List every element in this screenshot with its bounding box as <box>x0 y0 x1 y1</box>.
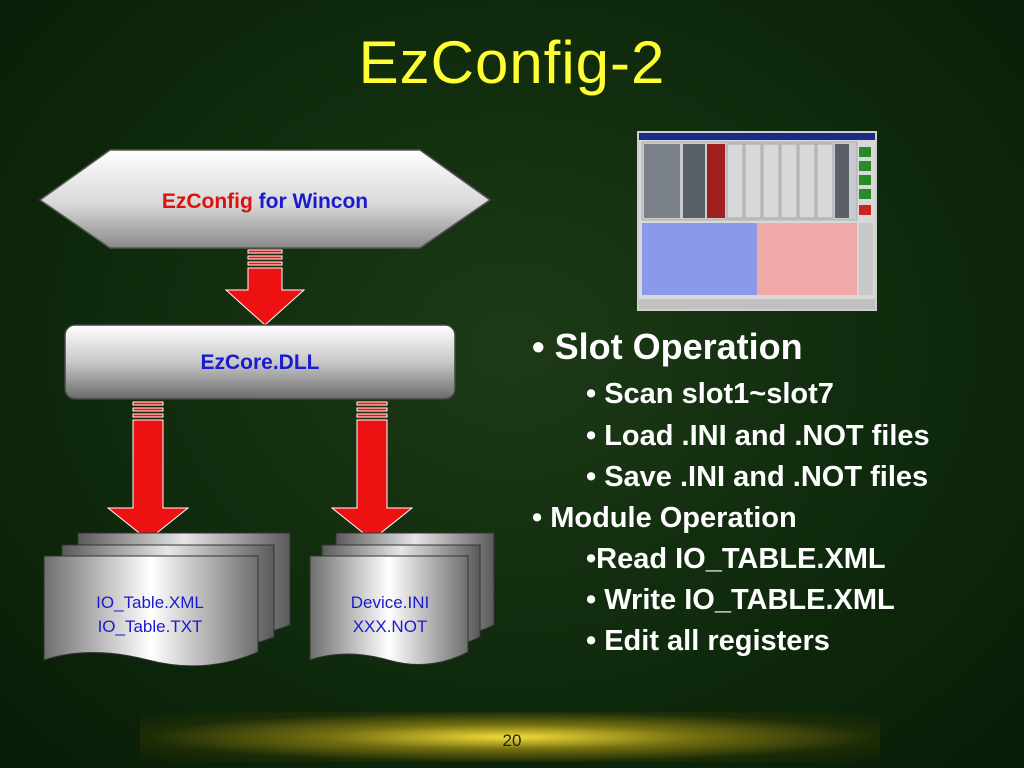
page-number: 20 <box>502 731 522 750</box>
arrow-down-to-device-ini <box>330 401 414 541</box>
device-ini-documents: Device.INI XXX.NOT <box>309 532 495 665</box>
ezconfig-app-screenshot <box>637 131 877 311</box>
bullet-module-operation: • Module Operation <box>532 502 797 534</box>
bullet-write-io-table: • Write IO_TABLE.XML <box>586 584 895 616</box>
for-wincon-words: for Wincon <box>253 190 368 213</box>
bullet-load-files: • Load .INI and .NOT files <box>586 420 930 452</box>
bullet-save-files: • Save .INI and .NOT files <box>586 461 929 493</box>
arrow-down-to-io-table <box>106 401 190 541</box>
ezcore-label: EzCore.DLL <box>200 351 319 374</box>
ezconfig-banner: EzConfig for Wincon <box>38 149 492 249</box>
bullet-slot-operation: • Slot Operation <box>532 326 803 367</box>
bullet-edit-registers: • Edit all registers <box>586 625 830 657</box>
ezconfig-word: EzConfig <box>162 190 253 213</box>
ezcore-box: EzCore.DLL <box>64 324 456 400</box>
ezconfig-banner-label: EzConfig for Wincon <box>162 190 368 213</box>
io-table-xml-label: IO_Table.XML <box>96 593 204 612</box>
device-ini-label: Device.INI <box>351 593 429 612</box>
slide-title: EzConfig-2 <box>358 29 666 96</box>
arrow-down-to-ezcore <box>224 249 306 326</box>
xxx-not-label: XXX.NOT <box>353 617 428 636</box>
io-table-documents: IO_Table.XML IO_Table.TXT <box>43 532 291 667</box>
bullet-read-io-table: •Read IO_TABLE.XML <box>586 543 886 575</box>
footer-glow-band <box>140 712 880 762</box>
io-table-txt-label: IO_Table.TXT <box>98 617 203 636</box>
bullet-scan-slots: • Scan slot1~slot7 <box>586 378 834 410</box>
